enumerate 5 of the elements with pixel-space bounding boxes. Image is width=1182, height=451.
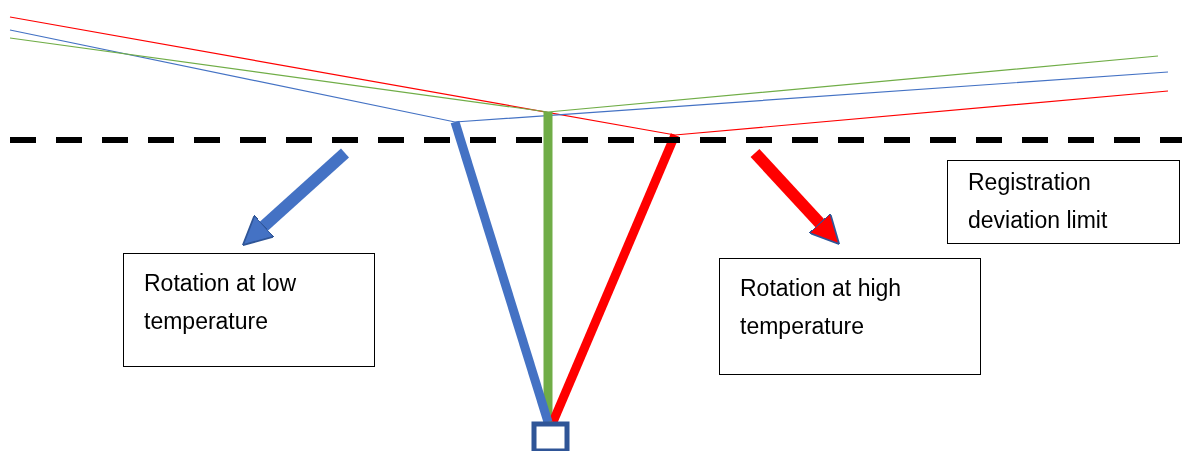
text-box: Rotation at high temperature [719, 258, 981, 375]
text-box: Rotation at low temperature [123, 253, 375, 367]
block-arrow [750, 148, 841, 246]
text-box: Registration deviation limit [947, 160, 1180, 244]
block-arrow [241, 148, 350, 246]
